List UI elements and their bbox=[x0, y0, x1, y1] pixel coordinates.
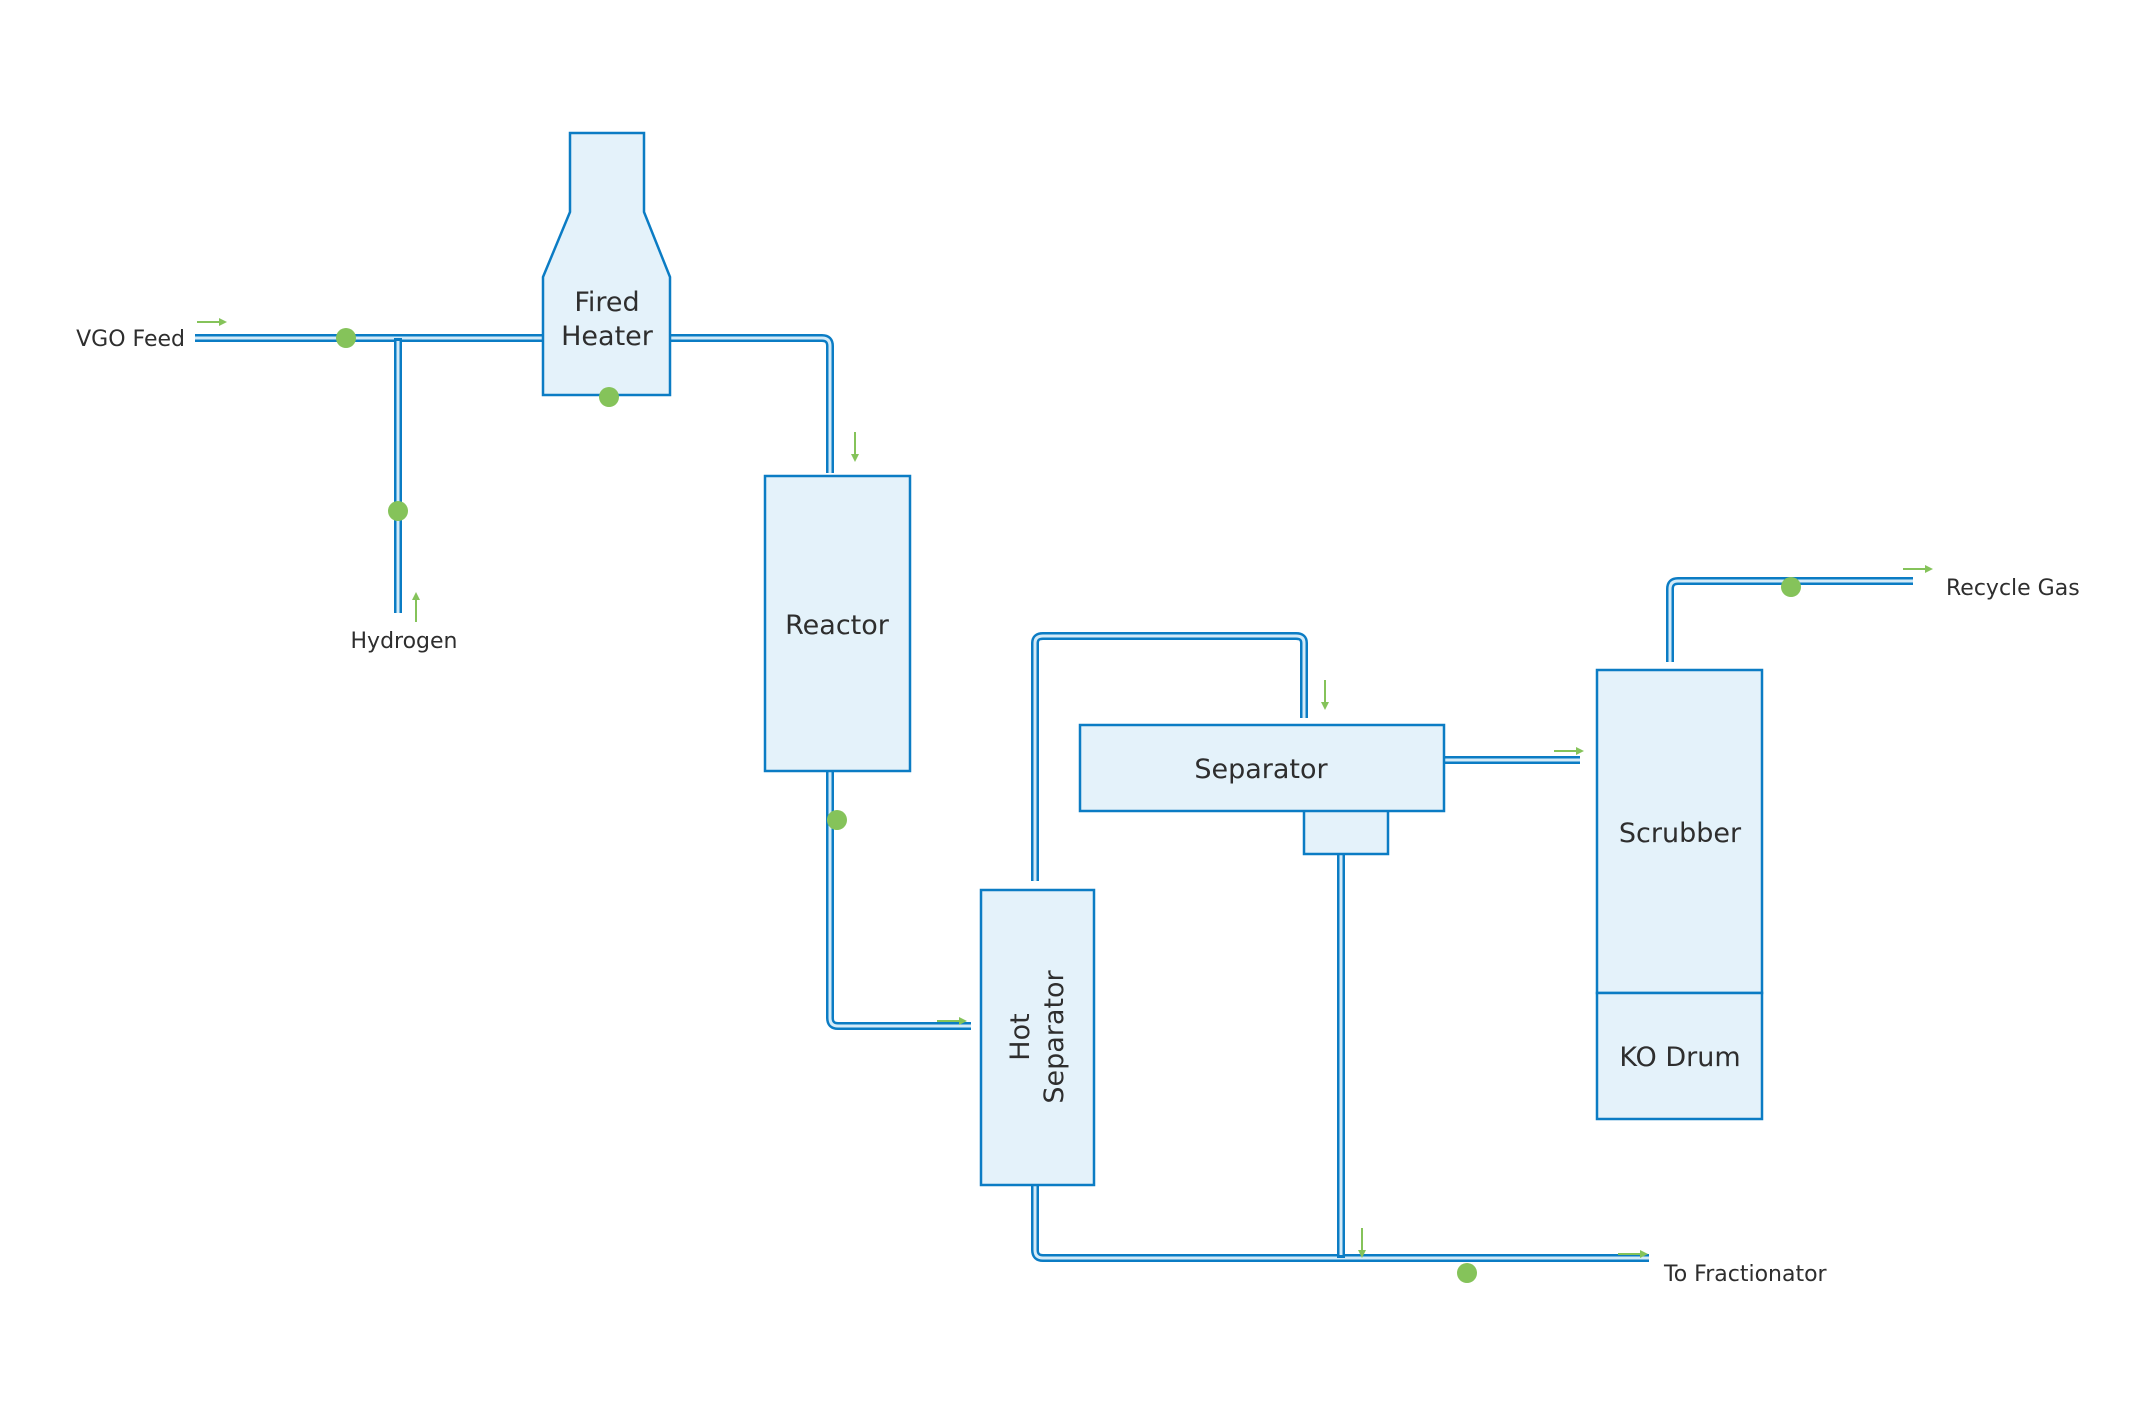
separator-boot bbox=[1302, 808, 1390, 856]
valve-to-fractionator[interactable] bbox=[1457, 1263, 1477, 1283]
reactor-label: Reactor bbox=[785, 610, 890, 641]
fired-heater[interactable]: Fired Heater bbox=[541, 131, 672, 397]
valve-recycle-gas[interactable] bbox=[1781, 577, 1801, 597]
valve-vgo-feed[interactable] bbox=[336, 328, 356, 348]
hot-separator-label-1: Hot bbox=[1005, 1013, 1036, 1060]
valve-fired-heater[interactable] bbox=[599, 387, 619, 407]
valve-hydrogen[interactable] bbox=[388, 501, 408, 521]
separator-label: Separator bbox=[1194, 754, 1328, 785]
stream-label-to-fractionator: To Fractionator bbox=[1663, 1262, 1828, 1287]
valve-reactor-outlet[interactable] bbox=[827, 810, 847, 830]
separator[interactable]: Separator bbox=[1078, 723, 1446, 856]
fired-heater-label-1: Fired bbox=[574, 287, 639, 318]
ko-drum[interactable]: KO Drum bbox=[1595, 991, 1764, 1121]
fired-heater-label-2: Heater bbox=[561, 321, 654, 352]
ko-drum-label: KO Drum bbox=[1619, 1042, 1740, 1073]
pipe-heater-to-reactor bbox=[664, 334, 834, 473]
hot-separator-label-2: Separator bbox=[1039, 969, 1070, 1103]
pipe-scrubber-to-recycle-gas bbox=[1666, 577, 1913, 662]
scrubber[interactable]: Scrubber bbox=[1595, 668, 1764, 995]
fired-heater-body bbox=[541, 131, 672, 397]
reactor[interactable]: Reactor bbox=[763, 474, 912, 773]
ko-drum-body bbox=[1595, 991, 1764, 1121]
hot-separator-body bbox=[979, 888, 1096, 1187]
scrubber-label: Scrubber bbox=[1619, 818, 1742, 849]
stream-label-vgo-feed: VGO Feed bbox=[76, 327, 185, 352]
pipe-hot-separator-to-separator bbox=[1031, 632, 1308, 881]
separator-body bbox=[1078, 723, 1446, 813]
hot-separator[interactable]: Hot Separator bbox=[979, 888, 1096, 1187]
pipe-hot-separator-bottoms bbox=[1031, 1171, 1649, 1262]
reactor-body bbox=[763, 474, 912, 773]
pipe-reactor-to-hot-separator bbox=[826, 762, 971, 1030]
stream-label-recycle-gas: Recycle Gas bbox=[1946, 576, 2080, 601]
stream-label-hydrogen: Hydrogen bbox=[351, 629, 458, 654]
scrubber-body bbox=[1595, 668, 1764, 995]
